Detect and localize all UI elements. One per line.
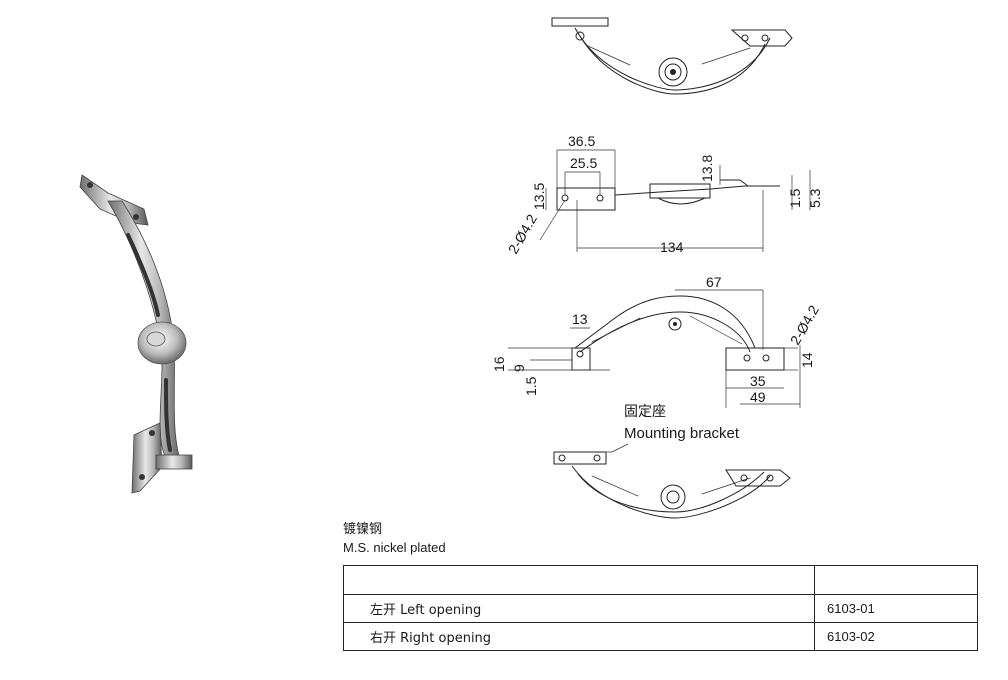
dim-134: 134: [660, 239, 684, 255]
dim-9: 9: [511, 364, 527, 372]
front-view: 67 13 16 9 1.5 2-Ø4.2 14 35 49: [491, 274, 822, 408]
side-view: 36.5 25.5 134 13.8 13.5 1.5 5.3 2-Ø4.2: [505, 133, 823, 257]
callout-en: Mounting bracket: [624, 425, 740, 442]
mounting-view: 固定座 Mounting bracket: [553, 404, 791, 519]
dim-13-8: 13.8: [699, 155, 715, 182]
row-description: 左开 Left opening: [343, 594, 815, 623]
table-header-row: [343, 565, 978, 595]
callout-cn: 固定座: [624, 404, 666, 420]
product-photo: [79, 174, 193, 494]
dim-16: 16: [491, 356, 507, 372]
dim-36-5: 36.5: [568, 133, 595, 149]
header-description: [343, 565, 815, 595]
dim-2-phi-mid: 2-Ø4.2: [787, 302, 822, 347]
dim-49: 49: [750, 389, 766, 405]
table-row: 左开 Left opening 6103-01: [343, 594, 978, 623]
dim-5-3: 5.3: [807, 188, 823, 208]
header-code: [814, 565, 978, 595]
dim-13: 13: [572, 311, 588, 327]
row-code: 6103-01: [814, 594, 978, 623]
row-description: 右开 Right opening: [343, 622, 815, 651]
spec-table: 左开 Left opening 6103-01 右开 Right opening…: [343, 565, 978, 651]
dim-14: 14: [799, 352, 815, 368]
dim-2-phi-top: 2-Ø4.2: [505, 211, 540, 256]
dim-1-5-top: 1.5: [787, 188, 803, 208]
material-name-en: M.S. nickel plated: [343, 540, 446, 555]
top-view: [551, 17, 793, 95]
row-code: 6103-02: [814, 622, 978, 651]
material-name-cn: 镀镍钢: [343, 522, 383, 537]
technical-drawing: 36.5 25.5 134 13.8 13.5 1.5 5.3 2-Ø4.2: [491, 17, 823, 519]
dim-13-5: 13.5: [531, 183, 547, 210]
dim-1-5-mid: 1.5: [523, 376, 539, 396]
table-row: 右开 Right opening 6103-02: [343, 622, 978, 651]
dim-25-5: 25.5: [570, 155, 597, 171]
dim-67: 67: [706, 274, 722, 290]
dim-35: 35: [750, 373, 766, 389]
